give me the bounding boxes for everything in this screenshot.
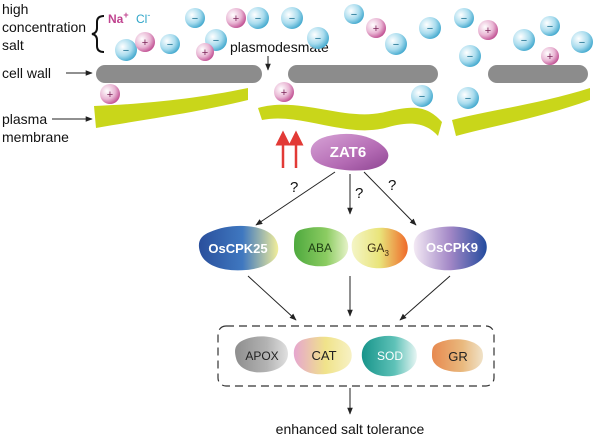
svg-text:−: − bbox=[213, 35, 219, 47]
svg-text:+: + bbox=[233, 13, 239, 25]
oscpk9-label: OsCPK9 bbox=[426, 240, 478, 255]
cat-blob bbox=[293, 336, 352, 375]
svg-text:−: − bbox=[521, 35, 527, 47]
na-cation: + bbox=[478, 20, 498, 40]
cation-particles: + + + + + + + + bbox=[100, 8, 559, 104]
svg-text:−: − bbox=[393, 39, 399, 51]
plasma-membrane-right bbox=[452, 88, 590, 136]
cl-anion: − bbox=[185, 8, 205, 28]
svg-text:−: − bbox=[427, 23, 433, 35]
cl-anion: − bbox=[571, 31, 593, 53]
red-upregulation-arrows bbox=[275, 130, 304, 168]
sod-label: SOD bbox=[377, 349, 403, 363]
cell-wall-segment bbox=[288, 65, 438, 83]
svg-text:+: + bbox=[547, 51, 553, 63]
svg-text:−: − bbox=[465, 93, 471, 105]
svg-text:+: + bbox=[107, 89, 113, 101]
svg-text:−: − bbox=[289, 13, 295, 25]
arrow-oscpk25-to-enzymes bbox=[247, 275, 297, 321]
svg-text:−: − bbox=[351, 9, 357, 21]
cl-ion-label: Cl- bbox=[136, 10, 150, 26]
svg-text:+: + bbox=[202, 47, 208, 59]
question-mark: ? bbox=[355, 185, 363, 202]
na-cation: + bbox=[196, 43, 214, 61]
zat6-blob bbox=[310, 133, 389, 171]
outcome-label: enhanced salt tolerance bbox=[276, 421, 425, 437]
aba-blob bbox=[294, 227, 349, 267]
svg-text:−: − bbox=[467, 51, 473, 63]
cl-anion: − bbox=[281, 7, 303, 29]
cl-anion: − bbox=[540, 16, 560, 36]
svg-text:−: − bbox=[123, 45, 129, 57]
svg-text:−: − bbox=[167, 39, 173, 51]
salt-label-line3: salt bbox=[2, 37, 24, 53]
arrow-zat6-to-oscpk9 bbox=[363, 171, 417, 226]
svg-text:+: + bbox=[281, 87, 287, 99]
cl-anion: − bbox=[411, 85, 433, 107]
oscpk25-label: OsCPK25 bbox=[208, 241, 267, 256]
na-cation: + bbox=[135, 32, 155, 52]
aba-label: ABA bbox=[308, 241, 332, 255]
svg-text:−: − bbox=[579, 37, 585, 49]
cell-wall-segment bbox=[488, 65, 588, 83]
anion-particles: − − − − − − − − − − − − − − − − − bbox=[115, 4, 593, 109]
na-cation: + bbox=[366, 18, 386, 38]
ga3-blob bbox=[351, 227, 408, 269]
svg-text:−: − bbox=[547, 21, 553, 33]
na-cation: + bbox=[541, 47, 559, 65]
ga3-label: GA3 bbox=[367, 241, 389, 258]
svg-text:+: + bbox=[485, 25, 491, 37]
na-cation: + bbox=[274, 82, 294, 102]
cl-anion: − bbox=[307, 27, 329, 49]
na-cation: + bbox=[100, 84, 120, 104]
salt-label-line1: high bbox=[2, 1, 28, 17]
cl-anion: − bbox=[344, 4, 364, 24]
question-mark: ? bbox=[290, 179, 298, 196]
cl-anion: − bbox=[385, 33, 407, 55]
svg-text:+: + bbox=[142, 37, 148, 49]
cl-anion: − bbox=[160, 34, 180, 54]
gr-blob bbox=[432, 339, 484, 372]
svg-text:−: − bbox=[419, 91, 425, 103]
cl-anion: − bbox=[454, 8, 474, 28]
svg-text:−: − bbox=[192, 13, 198, 25]
apox-blob bbox=[235, 336, 288, 373]
svg-text:−: − bbox=[255, 13, 261, 25]
oscpk9-blob bbox=[413, 226, 487, 271]
cl-anion: − bbox=[513, 29, 535, 51]
gr-label: GR bbox=[448, 349, 468, 364]
svg-text:+: + bbox=[373, 23, 379, 35]
svg-text:−: − bbox=[461, 13, 467, 25]
plasma-membrane-label-line2: membrane bbox=[2, 129, 69, 145]
cell-wall-segment bbox=[96, 65, 262, 83]
plasma-membrane-middle bbox=[258, 104, 442, 136]
cl-anion: − bbox=[457, 87, 479, 109]
plasma-membrane-left bbox=[94, 88, 248, 128]
na-ion-label: Na+ bbox=[108, 10, 129, 26]
cl-anion: − bbox=[419, 17, 441, 39]
svg-text:−: − bbox=[315, 33, 321, 45]
salt-brace bbox=[91, 15, 105, 53]
question-mark: ? bbox=[388, 177, 396, 194]
cell-wall-label: cell wall bbox=[2, 65, 51, 81]
plasma-membrane-label-line1: plasma bbox=[2, 111, 47, 127]
cat-label: CAT bbox=[311, 348, 336, 363]
zat6-label: ZAT6 bbox=[330, 144, 366, 161]
salt-label-line2: concentration bbox=[2, 19, 86, 35]
arrow-oscpk9-to-enzymes bbox=[399, 275, 451, 321]
oscpk25-blob bbox=[198, 225, 279, 271]
arrow-zat6-to-oscpk25 bbox=[255, 171, 336, 226]
plasmodesmate-label: plasmodesmate bbox=[230, 39, 329, 55]
apox-label: APOX bbox=[245, 349, 278, 363]
sod-blob bbox=[361, 335, 417, 377]
na-cation: + bbox=[226, 8, 246, 28]
antioxidant-enzyme-box bbox=[217, 325, 495, 387]
cl-anion: − bbox=[247, 7, 269, 29]
cl-anion: − bbox=[115, 39, 137, 61]
cl-anion: − bbox=[459, 45, 481, 67]
